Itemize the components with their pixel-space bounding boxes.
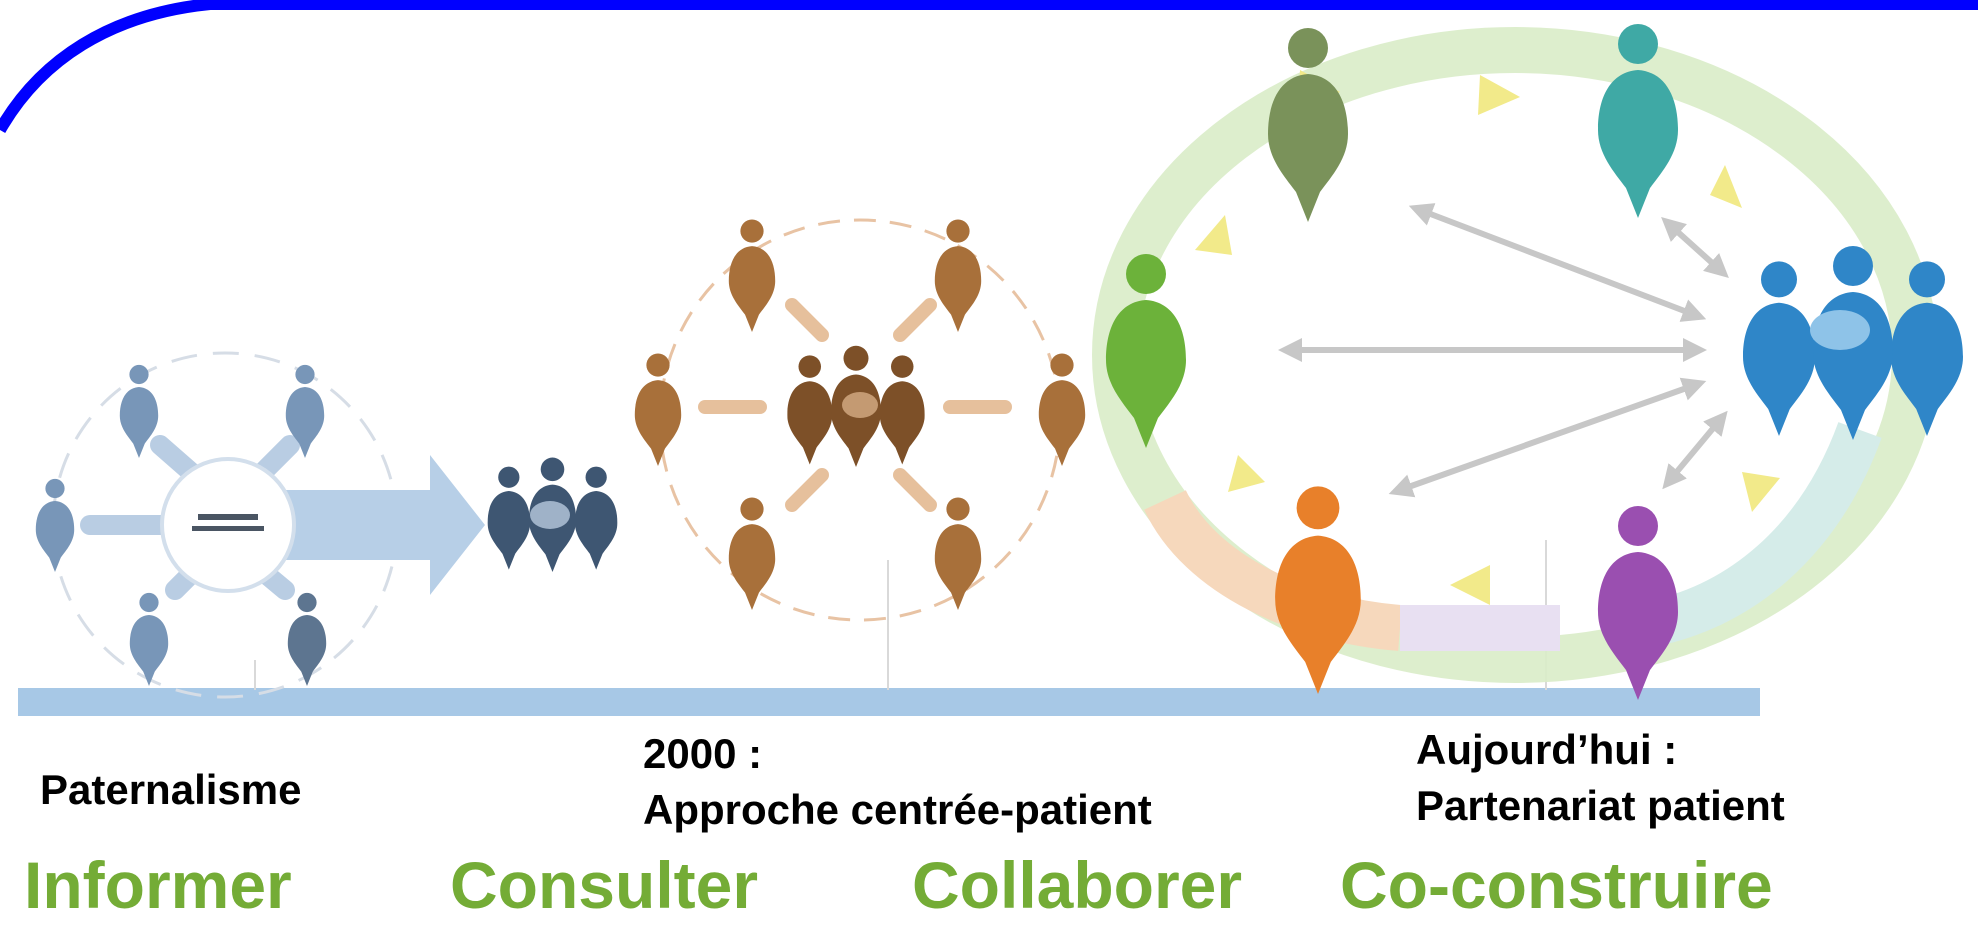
stage1-information-network (35, 351, 618, 699)
stage3-partnership-cycle (1092, 24, 1963, 700)
caption-paternalism: Paternalisme (40, 766, 302, 813)
stage-label-informer: Informer (24, 848, 292, 922)
caption-partnership-date: Aujourd’hui : (1416, 726, 1678, 773)
caption-partnership-label: Partenariat patient (1416, 782, 1785, 829)
stage-label-consulter: Consulter (450, 848, 759, 922)
timeline-bar (18, 688, 1760, 716)
corner-border-line (0, 0, 1978, 133)
stage-label-co-construire: Co-construire (1340, 848, 1773, 922)
stage-label-collaborer: Collaborer (912, 848, 1243, 922)
caption-patient-centered-label: Approche centrée-patient (643, 786, 1152, 833)
caption-patient-centered-year: 2000 : (643, 730, 763, 777)
stage2-consultation-network (634, 218, 1086, 622)
